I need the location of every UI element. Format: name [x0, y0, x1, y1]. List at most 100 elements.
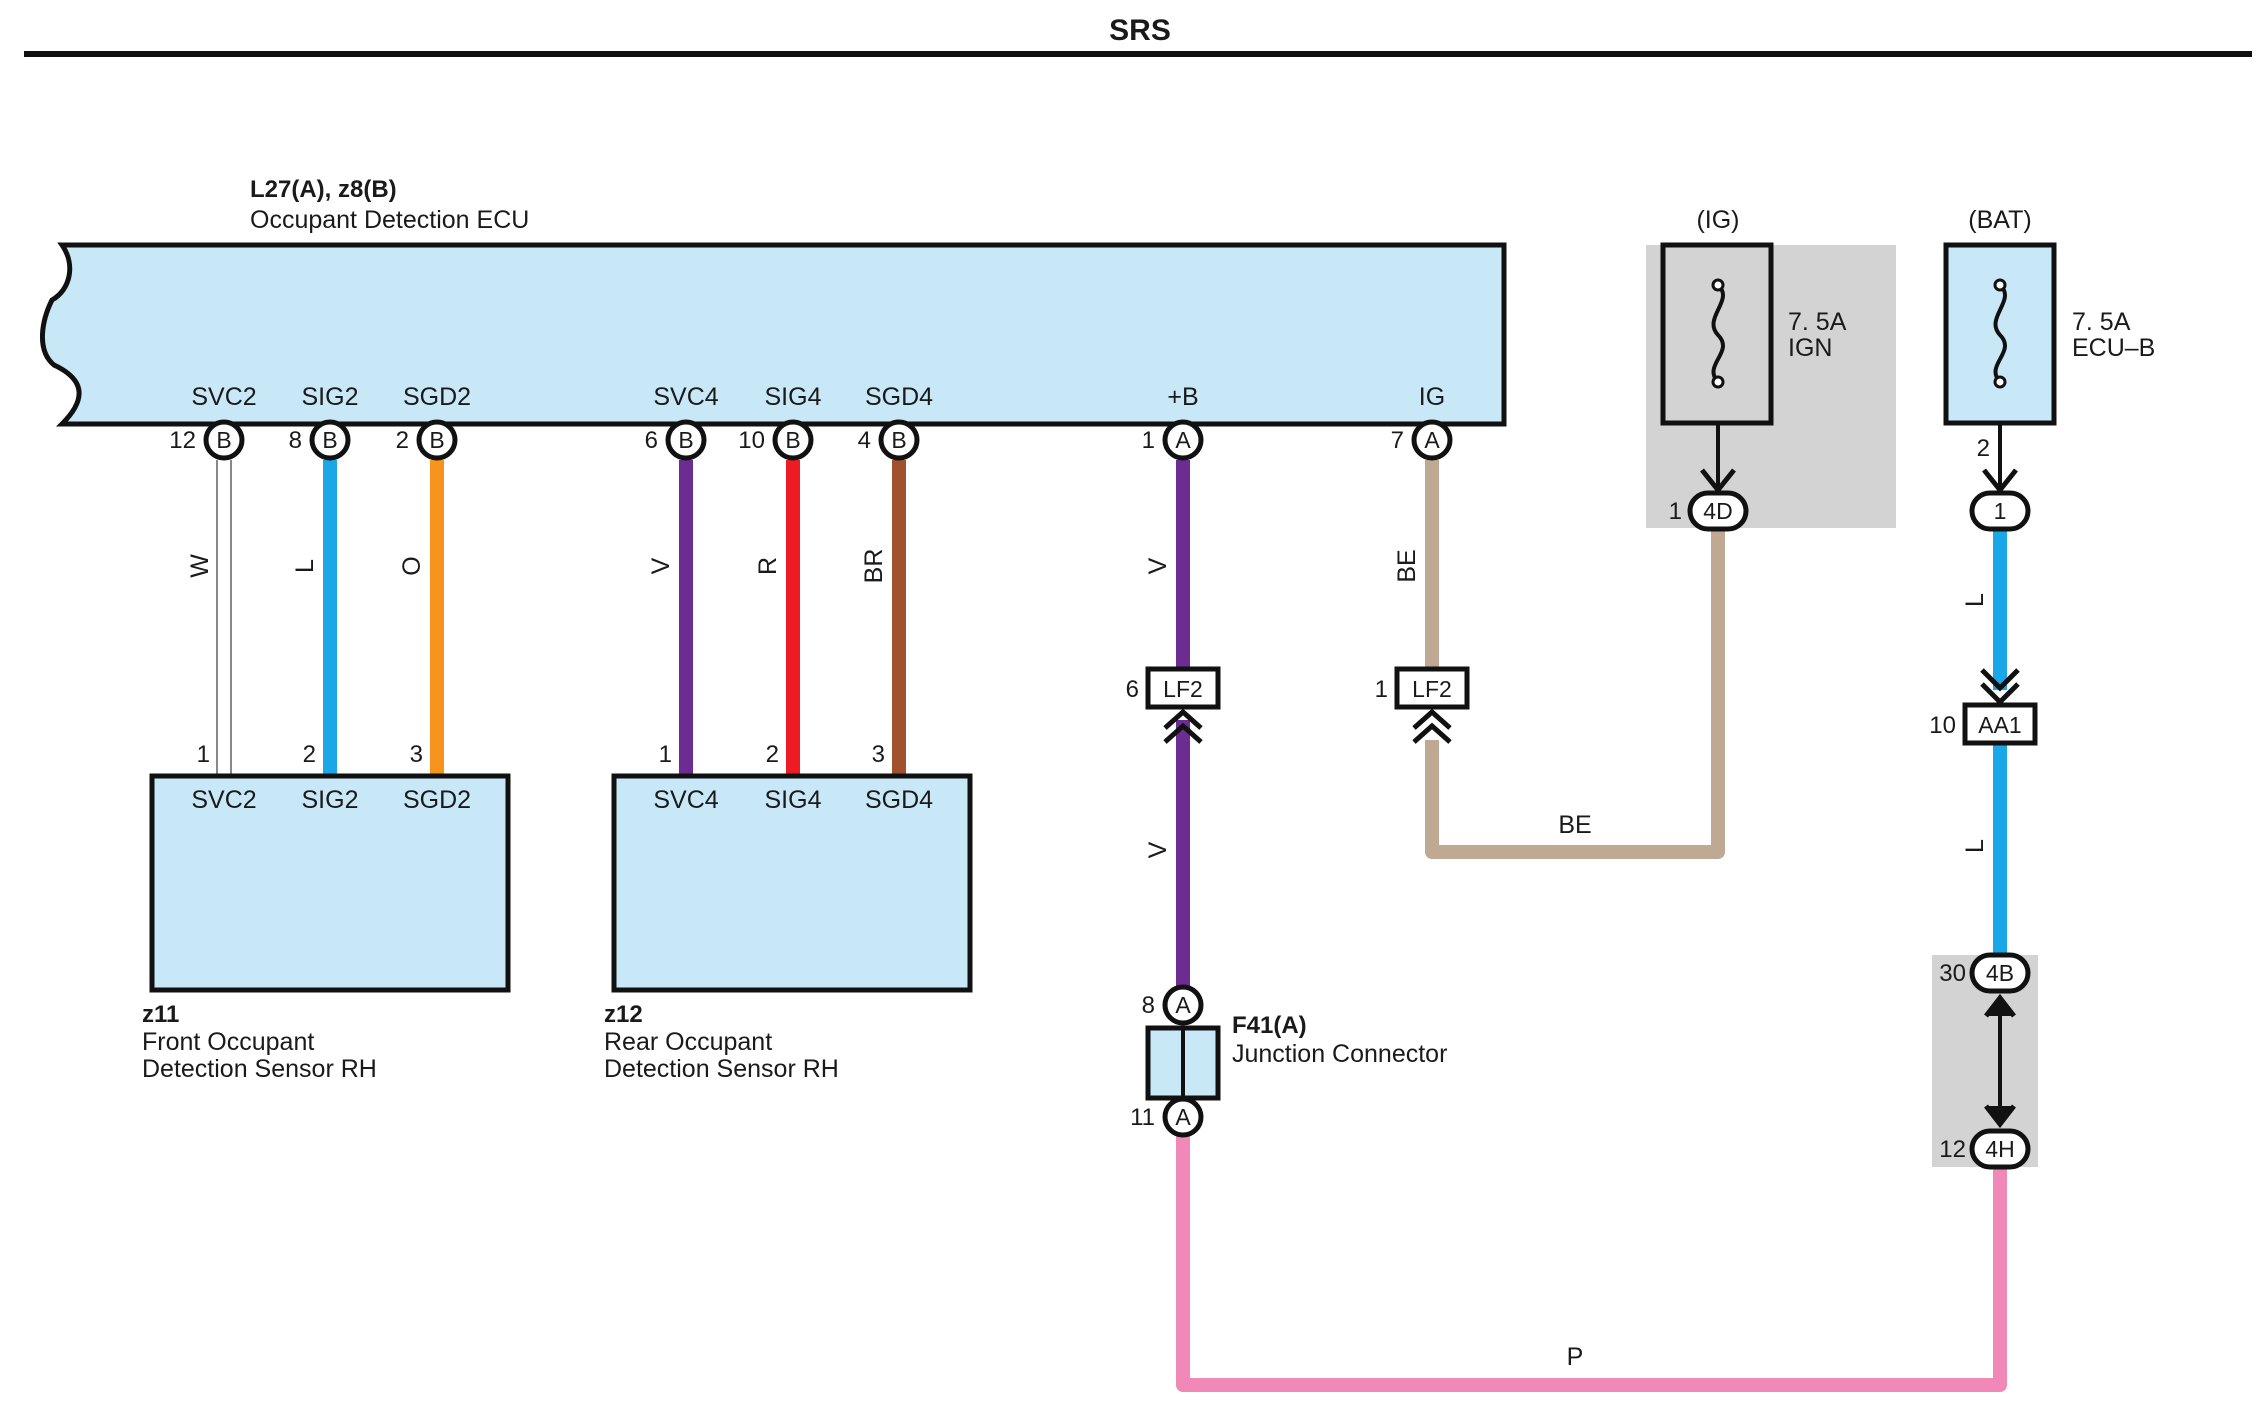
ecu-pin-7-num: 7: [1391, 427, 1404, 454]
ecu-pins: B 12 B 8 B 2 B 6 B 10 B 4 A 1 A 7: [169, 419, 1453, 461]
ig-fuse-conn-4d: [1687, 490, 1749, 532]
lf2-right-pin: 1: [1375, 676, 1388, 703]
rear-sensor-pin-1: 1: [659, 741, 672, 768]
wire-label-v-lower: V: [1144, 841, 1172, 858]
ecu-pin-7: [1411, 419, 1453, 461]
bidir-arrow-down-icon: [1984, 1104, 2016, 1129]
sensor-wires: [216, 460, 906, 776]
lf2-right-arrow-top: [1412, 708, 1452, 730]
wire-label-v-plus-b: V: [1144, 557, 1172, 574]
ecu-pin-1-num: 1: [1142, 427, 1155, 454]
front-sensor-pin-2: 2: [303, 741, 316, 768]
front-sensor-pin-3: 3: [410, 741, 423, 768]
ig-fuse-terminal-top: [1711, 278, 1725, 292]
conn-4h: [1969, 1128, 2031, 1170]
lf2-right-box: [1394, 666, 1470, 710]
ecu-pin-10-num: 10: [738, 427, 765, 454]
ig-fuse-rating: 7. 5A: [1788, 308, 1847, 336]
bat-fuse-pin: 2: [1977, 435, 1990, 462]
lf2-left-arrow-top: [1163, 708, 1203, 730]
aa1-arrow-bottom: [1980, 682, 2020, 706]
ecu-body: [39, 242, 1507, 427]
front-sensor-terminal-svc2: SVC2: [191, 786, 256, 814]
junction-connector: A 8 A 11 F41(A) Junction Connector: [1130, 984, 1447, 1138]
junction-name: Junction Connector: [1232, 1040, 1447, 1068]
lf2-left-box: [1145, 666, 1221, 710]
conn-4b: [1969, 952, 2031, 994]
wire-label-v: V: [647, 557, 675, 574]
lf2-connector-right: LF2 1: [1375, 666, 1470, 744]
wire-label-br: BR: [860, 549, 888, 584]
aa1-label: AA1: [1978, 712, 2021, 738]
ecu-pin-4-conn: B: [891, 427, 906, 453]
conn-4h-label: 4H: [1985, 1136, 2014, 1162]
junction-bottom-pin: [1162, 1096, 1204, 1138]
ecu-terminal-svc2: SVC2: [191, 383, 256, 411]
ecu-pin-10: [772, 419, 814, 461]
junction-code: F41(A): [1232, 1012, 1307, 1039]
front-sensor-terminal-sgd2: SGD2: [403, 786, 471, 814]
front-sensor-terminal-sig2: SIG2: [302, 786, 359, 814]
conn-4b-label: 4B: [1986, 960, 2014, 986]
ecu-terminal-svc4: SVC4: [653, 383, 718, 411]
lf2-right-arrow-bottom: [1412, 722, 1452, 744]
bat-fuse-terminal-bottom: [1993, 375, 2007, 389]
ecu-pin-6-num: 6: [645, 427, 658, 454]
ecu-pin-7-conn: A: [1424, 427, 1440, 453]
ig-fuse-name: IGN: [1788, 334, 1832, 362]
ecu-pin-8-conn: B: [322, 427, 337, 453]
wire-label-w: W: [186, 554, 214, 578]
rear-sensor-terminal-sgd4: SGD4: [865, 786, 933, 814]
ecu-pin-4: [878, 419, 920, 461]
ecu-pin-6: [665, 419, 707, 461]
ecu-pin-6-conn: B: [678, 427, 693, 453]
page-title: SRS: [1109, 14, 1171, 47]
aa1-arrow-top: [1980, 668, 2020, 692]
bat-fuse-conn: [1969, 490, 2031, 532]
ecu-terminal-ig: IG: [1419, 383, 1445, 411]
ecu-pin-12-conn: B: [216, 427, 231, 453]
ig-fuse-element-icon: [1711, 283, 1725, 384]
bat-fuse-arrow-icon: [1982, 468, 2018, 495]
lf2-left-arrow-bottom: [1163, 722, 1203, 744]
ecu-pin-2-num: 2: [396, 427, 409, 454]
front-sensor-name-line2: Detection Sensor RH: [142, 1055, 377, 1083]
ecu-terminal-sgd2: SGD2: [403, 383, 471, 411]
lf2-connector-left: LF2 6: [1126, 666, 1221, 744]
rear-sensor-code: z12: [604, 1001, 643, 1028]
ig-fuse-header: (IG): [1696, 206, 1739, 234]
wire-label-l-bat-lower: L: [1961, 839, 1989, 853]
wire-color-labels: W L O V R BR V BE V BE L L P: [186, 549, 1989, 1371]
ig-fuse-conn-label: 4D: [1703, 498, 1732, 524]
rear-sensor-terminal-sig4: SIG4: [765, 786, 822, 814]
wire-label-be: BE: [1393, 549, 1421, 582]
wire-label-l-bat-upper: L: [1961, 593, 1989, 607]
conn-4b-pin: 30: [1939, 960, 1966, 987]
front-sensor-code: z11: [142, 1001, 179, 1028]
rear-sensor-pin-2: 2: [766, 741, 779, 768]
ig-fuse-terminal-bottom: [1711, 375, 1725, 389]
ecu-pin-8-num: 8: [289, 427, 302, 454]
wire-label-l: L: [291, 559, 319, 573]
ecu-terminal-sgd4: SGD4: [865, 383, 933, 411]
aa1-box: [1962, 702, 2038, 746]
ecu-terminal-sig2: SIG2: [302, 383, 359, 411]
rear-sensor-terminal-svc4: SVC4: [653, 786, 718, 814]
junction-bottom-conn: A: [1175, 1104, 1191, 1130]
front-sensor-name-line1: Front Occupant: [142, 1028, 314, 1056]
wire-p-bottom: [1176, 1135, 2007, 1392]
wire-label-be-bottom: BE: [1558, 811, 1591, 839]
ig-fuse: (IG) 7. 5A IGN 4D 1: [1660, 206, 1847, 532]
junction-top-pin: [1162, 984, 1204, 1026]
ig-fuse-arrow-icon: [1700, 468, 1736, 495]
bat-fuse-element-icon: [1993, 283, 2007, 384]
rear-sensor-name-line1: Rear Occupant: [604, 1028, 772, 1056]
bat-fuse-rating: 7. 5A: [2072, 308, 2131, 336]
ecu-terminal-plus-b: +B: [1167, 383, 1198, 411]
bidir-arrow-up-icon: [1984, 993, 2016, 1018]
bat-fuse-terminal-top: [1993, 278, 2007, 292]
bat-fuse: (BAT) 7. 5A ECU–B 2 1 AA1 10 4B 30 4H 12: [1929, 206, 2155, 1170]
wire-label-p: P: [1567, 1343, 1584, 1371]
junction-top-pin-num: 8: [1142, 992, 1155, 1019]
